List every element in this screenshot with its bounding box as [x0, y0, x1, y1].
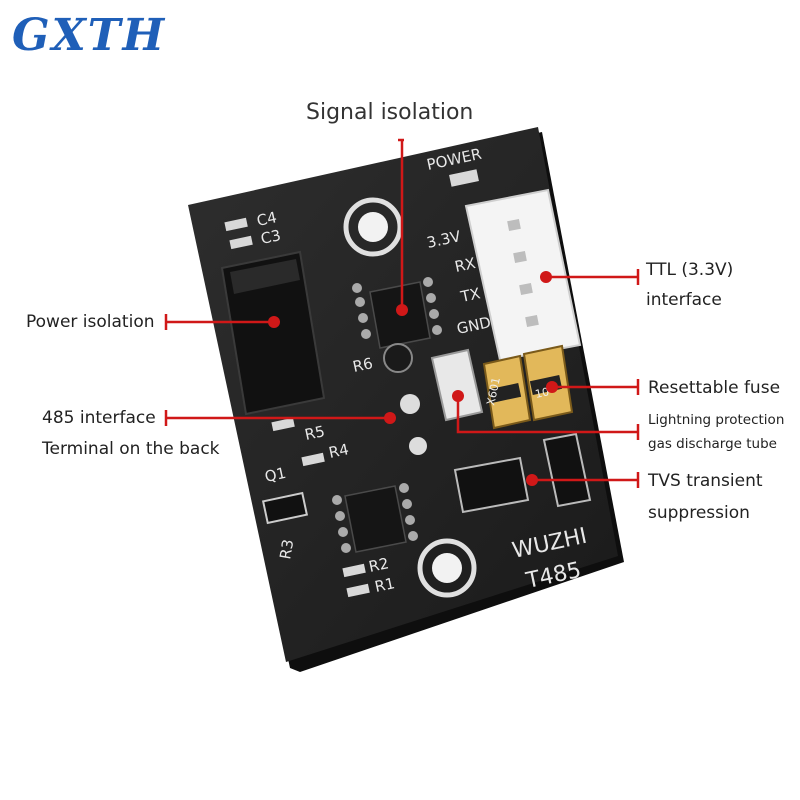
silk-c4: C4: [255, 208, 278, 230]
label-resettable-fuse: Resettable fuse: [648, 378, 781, 398]
callout-lines: [164, 138, 640, 488]
gas-discharge-tube: [430, 348, 484, 422]
silk-fuse-mark: X601: [484, 376, 503, 407]
label-power-isolation: Power isolation: [26, 312, 155, 332]
transceiver-chip: [332, 483, 418, 553]
silk-r5: R5: [303, 422, 326, 444]
mounting-hole-bottom: [417, 538, 477, 598]
label-signal-isolation: Signal isolation: [306, 100, 474, 125]
label-lightning-line2: gas discharge tube: [648, 436, 777, 452]
silk-fuse-mark2: 10: [534, 385, 550, 401]
label-lightning-line1: Lightning protection: [648, 412, 785, 428]
silk-r4: R4: [327, 440, 350, 462]
silk-c3: C3: [259, 226, 282, 248]
mounting-hole-top: [343, 197, 403, 257]
ttl-connector: [464, 188, 582, 362]
silk-tx: TX: [458, 284, 482, 306]
brand-logo: GXTH: [12, 10, 167, 61]
silk-r6: R6: [351, 354, 374, 376]
label-terminal-back: Terminal on the back: [42, 439, 220, 459]
silk-r2: R2: [367, 554, 390, 576]
label-485-interface: 485 interface: [42, 408, 156, 428]
label-ttl-line1: TTL (3.3V): [646, 260, 734, 280]
label-tvs-line1: TVS transient: [648, 471, 763, 491]
tvs-diodes: [453, 432, 592, 514]
silk-q1: Q1: [263, 464, 288, 486]
silk-rx: RX: [453, 254, 477, 276]
label-ttl-line2: interface: [646, 290, 722, 310]
silk-r1: R1: [373, 574, 396, 596]
silk-r3: R3: [276, 538, 297, 561]
label-tvs-line2: suppression: [648, 503, 750, 523]
power-isolation-module: [220, 250, 326, 416]
callout-dots: [268, 271, 558, 486]
